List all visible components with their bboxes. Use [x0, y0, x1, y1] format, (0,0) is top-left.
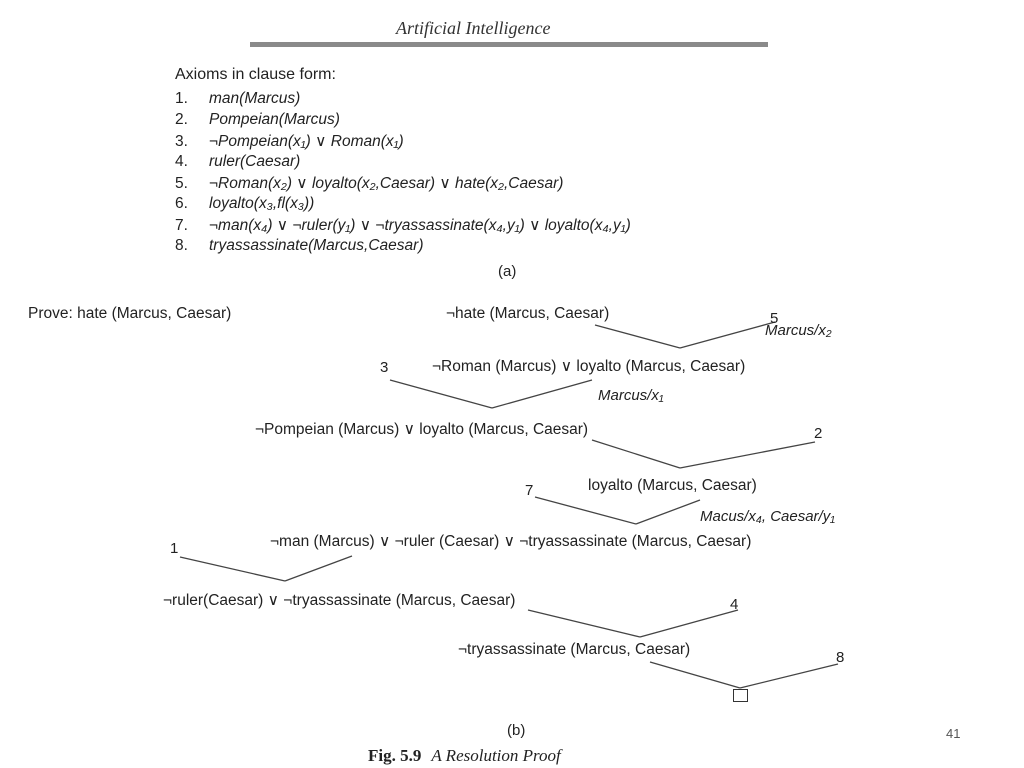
sublabel-b: (b) [507, 722, 526, 739]
proof-node-7: ¬tryassassinate (Marcus, Caesar) [458, 641, 691, 658]
axiom-text: ruler(Caesar) [209, 153, 301, 170]
edge [179, 556, 286, 582]
axiom-7: 7. ¬man(x₄) ∨ ¬ruler(y₁) ∨ ¬tryassassinat… [175, 216, 631, 235]
axiom-5: 5. ¬Roman(x₂) ∨ loyalto(x₂,Caesar) ∨ hate… [175, 174, 563, 193]
figure-number: Fig. 5.9 [368, 746, 422, 765]
edge [527, 609, 641, 638]
axiom-text: Pompeian(Marcus) [209, 111, 340, 128]
axiom-number: 7. [175, 217, 188, 234]
axiom-number: 1. [175, 90, 188, 107]
edge [591, 439, 681, 469]
axiom-number: 5. [175, 175, 188, 192]
header-rule [250, 42, 768, 47]
axiom-ref-4: 4 [730, 596, 739, 613]
axiom-2: 2. Pompeian(Marcus) [175, 111, 340, 129]
axiom-number: 4. [175, 153, 188, 170]
axiom-8: 8. tryassassinate(Marcus,Caesar) [175, 237, 423, 255]
edge [639, 609, 739, 638]
axiom-ref-8: 8 [836, 649, 845, 666]
edge [649, 661, 741, 689]
substitution-2: Marcus/x₁ [598, 387, 664, 404]
figure-caption: Fig. 5.9 A Resolution Proof [368, 746, 561, 766]
axiom-number: 2. [175, 111, 188, 128]
axioms-heading: Axioms in clause form: [175, 66, 336, 83]
axiom-text: ¬Roman(x₂) ∨ loyalto(x₂,Caesar) ∨ hate(x… [209, 175, 564, 192]
edge [739, 663, 839, 689]
axiom-1: 1. man(Marcus) [175, 90, 300, 108]
axiom-ref-3: 3 [380, 359, 389, 376]
proof-node-6: ¬ruler(Caesar) ∨ ¬tryassassinate (Marcus… [163, 592, 516, 609]
proof-node-4: loyalto (Marcus, Caesar) [588, 477, 757, 494]
substitution-3: Macus/x₄, Caesar/y₁ [700, 508, 835, 525]
proof-node-5: ¬man (Marcus) ∨ ¬ruler (Caesar) ∨ ¬tryas… [270, 533, 752, 550]
axiom-3: 3. ¬Pompeian(x₁) ∨ Roman(x₁) [175, 132, 404, 151]
axiom-ref-1: 1 [170, 540, 179, 557]
empty-clause-box [733, 689, 748, 702]
edge [679, 441, 816, 469]
edge [594, 324, 681, 349]
axiom-number: 6. [175, 195, 188, 212]
substitution-1: Marcus/x₂ [765, 322, 832, 339]
edge [679, 321, 776, 349]
edge [491, 379, 593, 409]
axiom-text: loyalto(x₃,fl(x₃)) [209, 195, 315, 212]
axiom-ref-5: 5 [770, 310, 779, 327]
figure-title: A Resolution Proof [431, 746, 561, 765]
edge [635, 499, 701, 525]
edge [534, 496, 637, 525]
axiom-number: 3. [175, 133, 188, 150]
prove-label: Prove: hate (Marcus, Caesar) [28, 305, 232, 322]
axiom-text: tryassassinate(Marcus,Caesar) [209, 237, 424, 254]
axiom-text: man(Marcus) [209, 90, 301, 107]
proof-node-3: ¬Pompeian (Marcus) ∨ loyalto (Marcus, Ca… [255, 421, 589, 438]
axiom-ref-7: 7 [525, 482, 534, 499]
page-number: 41 [946, 726, 961, 741]
axiom-4: 4. ruler(Caesar) [175, 153, 300, 171]
proof-node-2: ¬Roman (Marcus) ∨ loyalto (Marcus, Caesa… [432, 358, 746, 375]
axiom-ref-2: 2 [814, 425, 823, 442]
proof-node-1: ¬hate (Marcus, Caesar) [446, 305, 610, 322]
axiom-text: ¬Pompeian(x₁) ∨ Roman(x₁) [209, 133, 404, 150]
edge [284, 555, 353, 582]
axiom-6: 6. loyalto(x₃,fl(x₃)) [175, 195, 314, 213]
header-title: Artificial Intelligence [396, 18, 551, 38]
axiom-text: ¬man(x₄) ∨ ¬ruler(y₁) ∨ ¬tryassassinate(… [209, 217, 631, 234]
sublabel-a: (a) [498, 263, 517, 280]
edge [389, 379, 493, 409]
axiom-number: 8. [175, 237, 188, 254]
